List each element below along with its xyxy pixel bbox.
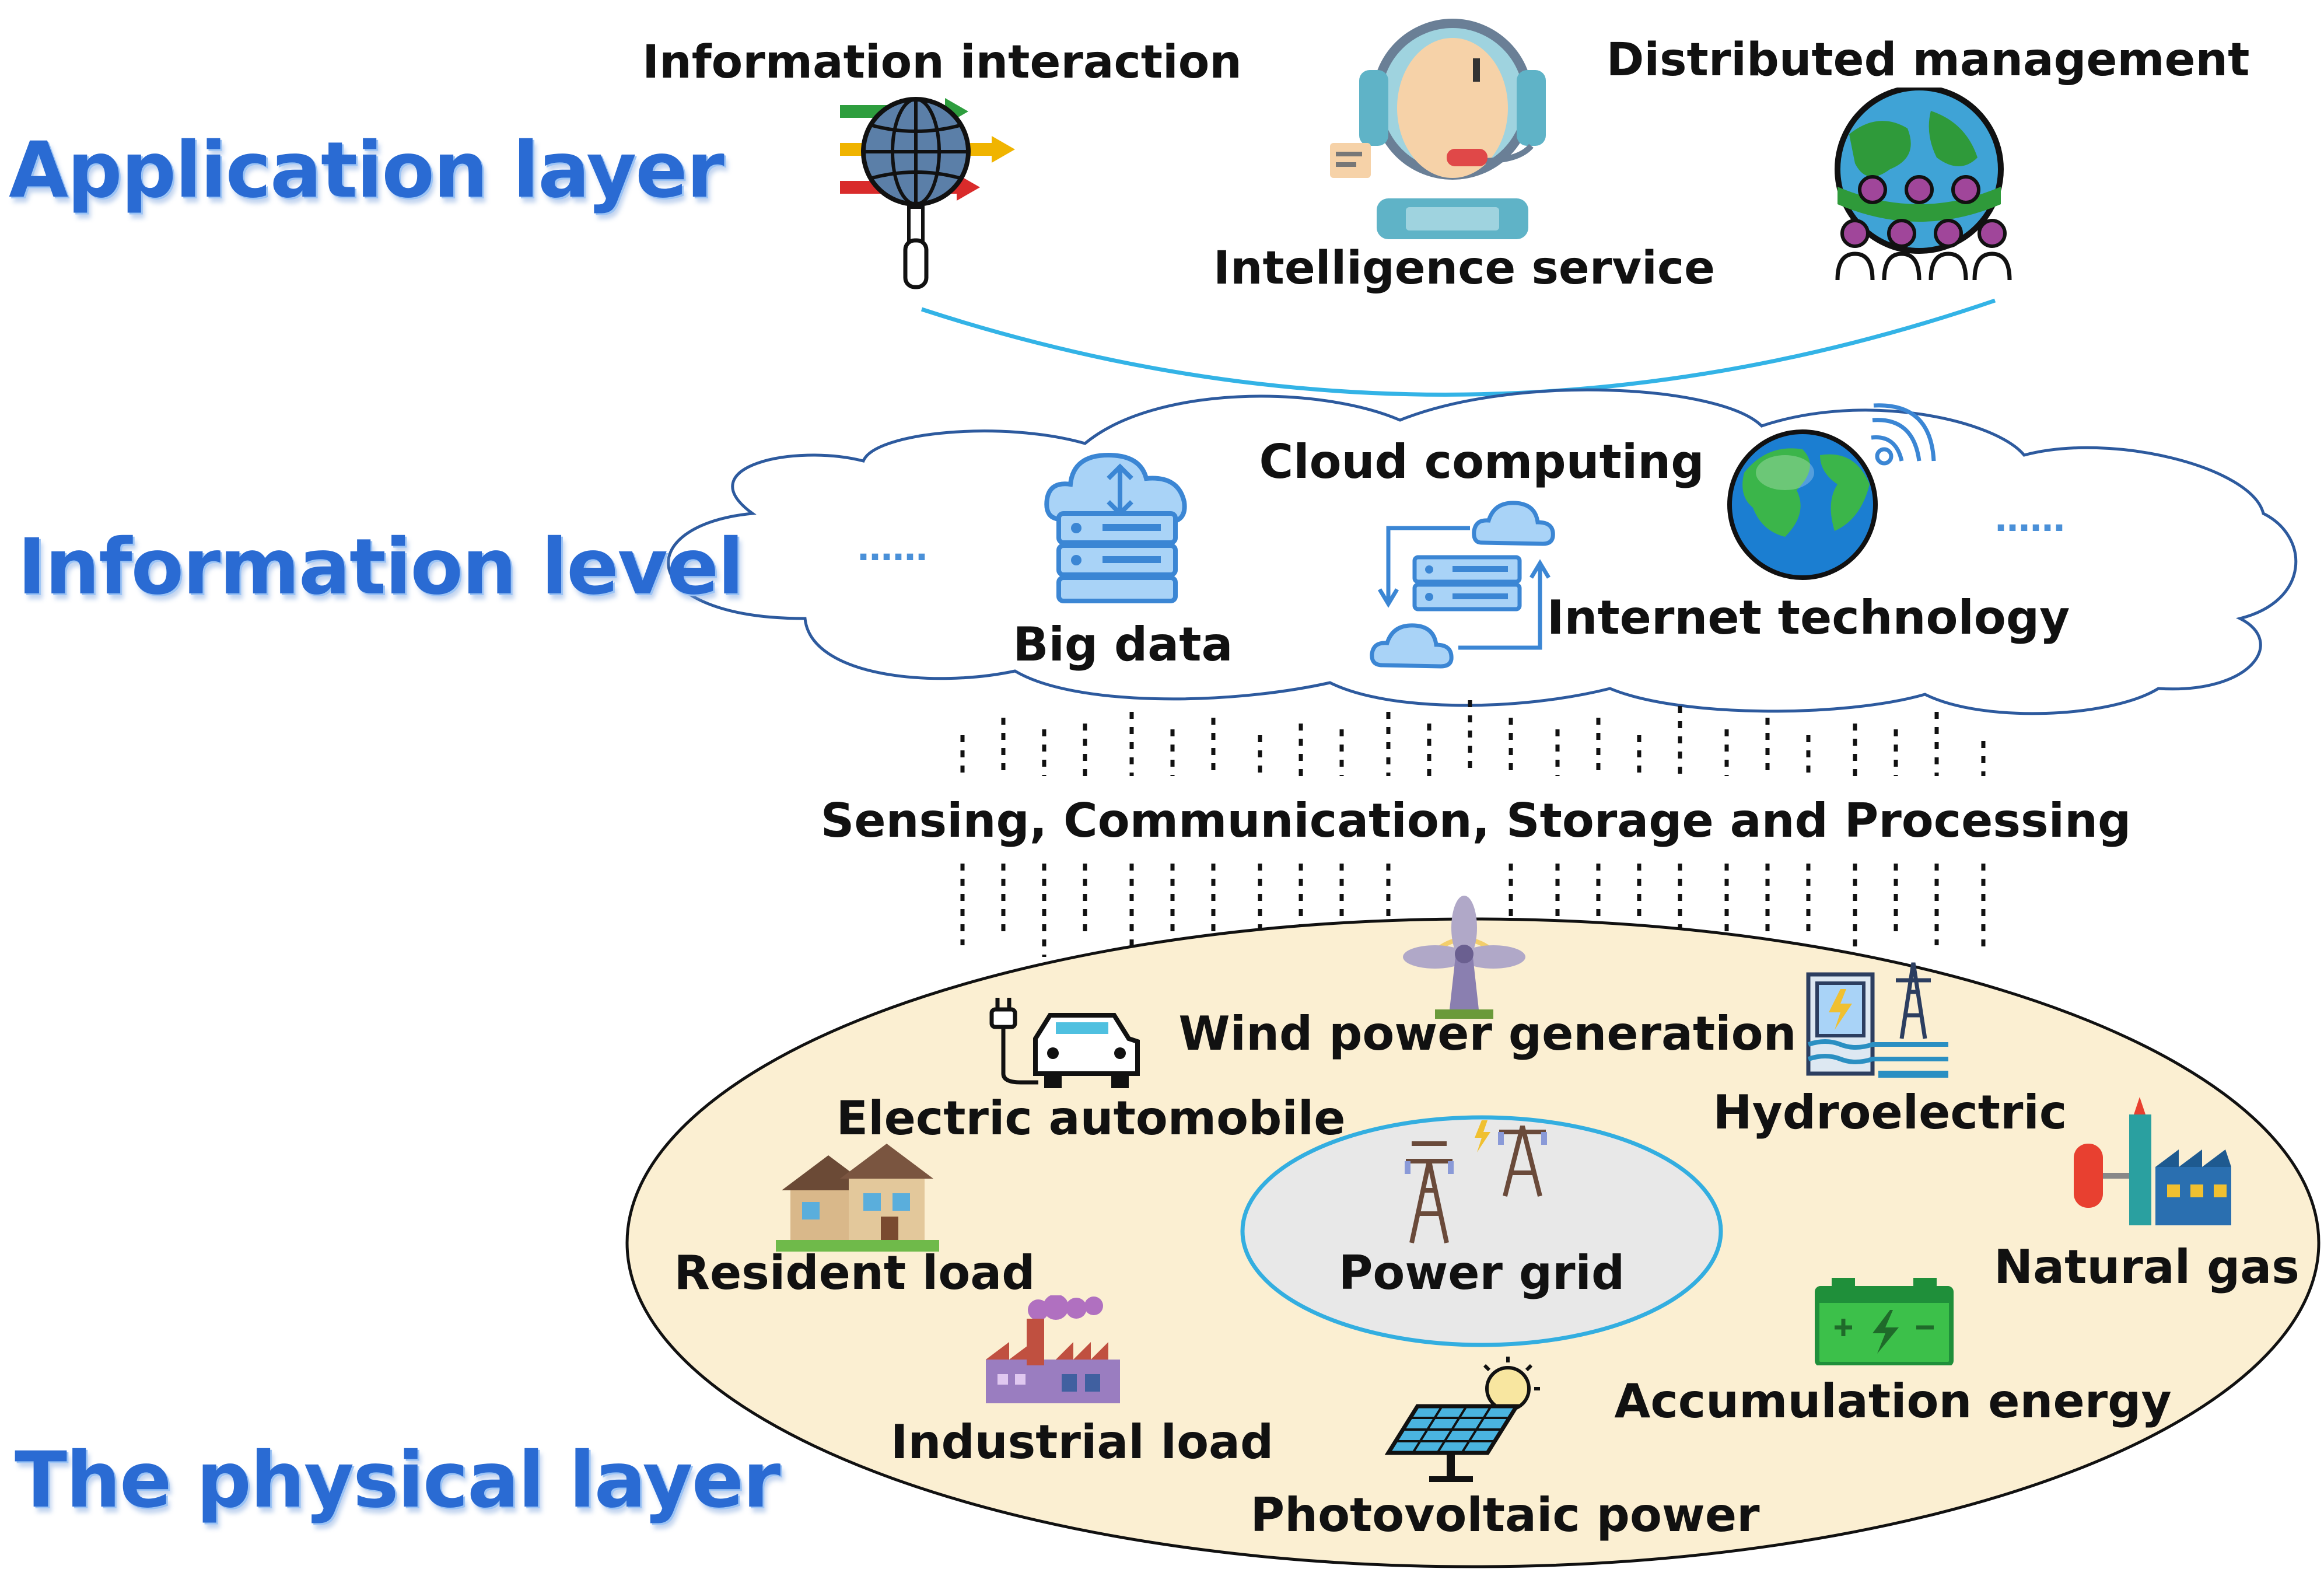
transmission-tower-icon (1405, 1120, 1547, 1243)
cloud-server-icon (1044, 452, 1187, 603)
electric-car-icon (989, 998, 1140, 1088)
photovoltaic-power-label: Photovoltaic power (1250, 1488, 1760, 1542)
information-level-title: Information level (18, 522, 744, 612)
solar-panel-icon (1384, 1357, 1540, 1482)
ellipsis-left: …… (858, 528, 928, 569)
resident-load-label: Resident load (674, 1246, 1035, 1300)
application-layer-title: Application layer (9, 125, 724, 215)
dotted-connectors (960, 700, 1986, 957)
information-interaction-label: Information interaction (642, 36, 1242, 89)
big-data-label: Big data (1013, 617, 1233, 672)
natural-gas-label: Natural gas (1994, 1240, 2300, 1294)
wind-turbine-icon (1403, 896, 1525, 1019)
application-connector-arc (921, 298, 1996, 397)
cloud-computing-label: Cloud computing (1259, 435, 1704, 489)
electric-automobile-label: Electric automobile (836, 1091, 1346, 1145)
cloud-sync-icon (1370, 501, 1555, 669)
factory-icon (986, 1295, 1120, 1403)
accumulation-energy-label: Accumulation energy (1614, 1374, 2172, 1428)
hydroelectric-label: Hydroelectric (1713, 1085, 2067, 1140)
power-grid-label: Power grid (1338, 1246, 1625, 1300)
globe-people-icon (1835, 88, 2012, 281)
wind-power-label: Wind power generation (1178, 1007, 1797, 1061)
house-icon (776, 1144, 939, 1252)
ellipsis-right: …… (1995, 499, 2065, 540)
robot-headset-icon (1330, 19, 1546, 239)
physical-layer-title: The physical layer (15, 1435, 780, 1525)
globe-search-icon (840, 97, 1015, 289)
gas-plant-icon (2074, 1097, 2231, 1225)
battery-icon (1815, 1278, 1954, 1365)
power-grid-ellipse (1240, 1115, 1723, 1347)
internet-technology-label: Internet technology (1546, 590, 2070, 645)
hydroelectric-icon (1806, 962, 1948, 1078)
intelligence-service-label: Intelligence service (1213, 242, 1716, 295)
earth-wifi-icon (1727, 403, 1936, 580)
distributed-management-label: Distributed management (1606, 34, 2250, 86)
industrial-load-label: Industrial load (890, 1415, 1274, 1469)
sensing-label: Sensing, Communication, Storage and Proc… (820, 794, 2132, 848)
